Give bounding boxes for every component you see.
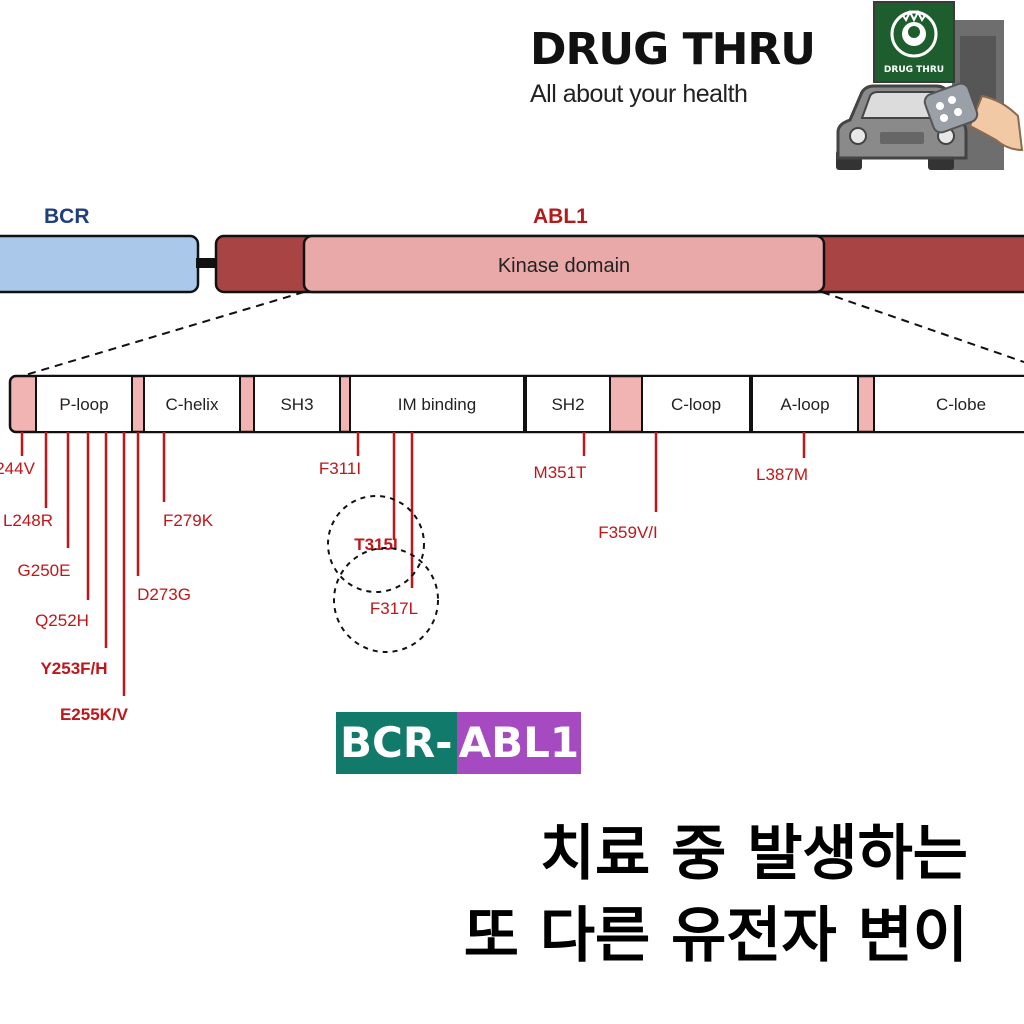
highlight-circle-f317l [333,547,439,653]
bcr-abl1-badge: BCR- ABL1 [336,712,582,774]
mutation-label: D273G [137,585,191,604]
caption-line-1: 치료 중 발생하는 [539,819,968,889]
domain-box-c-loop [641,375,751,433]
fusion-junction [196,258,218,268]
domain-label: SH2 [551,395,584,414]
caption-line-2: 또 다른 유전자 변이 [463,901,968,971]
mutation-label: Q252H [35,611,89,630]
brand-tagline: All about your health [530,80,748,108]
mutation-label: G250E [18,561,71,580]
mutation-label: Y253F/H [40,659,107,678]
logo-text: DRUG THRU [884,65,944,75]
mutation-label: F359V/I [598,523,658,542]
mutation-label: F317L [370,599,418,618]
mutation-label: F279K [163,511,214,530]
bcr-abl1-domain-diagram: Kinase domain P-loop C-helix SH3 IM binding… [0,234,1024,724]
domain-box-c-helix [143,375,241,433]
hand-with-pills-icon [923,82,1024,152]
domain-box-im-binding [349,375,525,433]
domain-label: C-loop [671,395,721,414]
brand-title: DRUG THRU [530,24,816,75]
mutation-label: L387M [756,465,808,484]
bcr-segment [0,234,200,294]
mutation-label: L248R [3,511,53,530]
abl1-label: ABL1 [533,205,588,228]
mutation-label: F311I [319,459,361,478]
badge-bcr-part: BCR- [336,712,457,774]
domain-label: IM binding [398,395,476,414]
mutation-label: E255K/V [60,705,129,724]
bcr-label: BCR [44,205,90,228]
domain-box-sh3 [253,375,341,433]
domain-label: C-helix [166,395,219,414]
zoom-line-right [821,291,1024,363]
kinase-domain [302,234,826,294]
mutation-label: M244V [0,459,36,478]
domain-box-c-lobe [873,375,1024,433]
drug-thru-logo: DRUG THRU [836,1,1024,170]
domain-label: SH3 [280,395,313,414]
domain-label: C-lobe [936,395,986,414]
kinase-domain-label: Kinase domain [498,255,630,277]
domain-box-sh2 [525,375,611,433]
domain-label: A-loop [780,395,829,414]
domain-label: P-loop [59,395,108,414]
highlight-circle-t315i [327,495,425,593]
zoom-line-left [21,291,305,377]
mutation-label: M351T [534,463,587,482]
domain-box-p-loop [35,375,133,433]
mutation-label: T315I [354,535,397,554]
domain-box-a-loop [751,375,859,433]
badge-abl1-part: ABL1 [456,712,582,774]
